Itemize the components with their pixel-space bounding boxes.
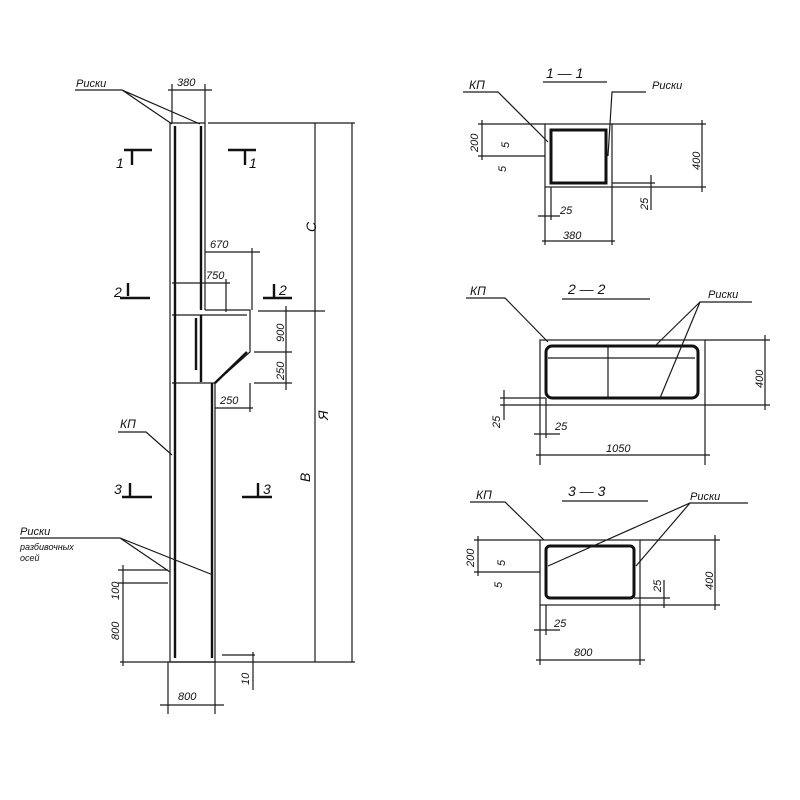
dim-800-bottom: 800 [178,691,197,703]
label-b: В [297,473,313,482]
section-title: 2 — 2 [567,281,606,297]
section-mark-3-left: 3 [114,481,122,497]
section-2-2: 2 — 2 КП Риски 400 25 25 1050 [466,281,770,465]
column-elevation: 380 C Я В 670 750 900 250 250 10 800 100… [19,77,355,714]
dim-800-vert: 800 [110,621,122,640]
risk-label: Риски [652,80,682,92]
dim: 25 [559,205,573,217]
label-c: C [303,221,319,232]
section-mark-1-right: 1 [249,155,257,171]
dim-top-width: 380 [177,77,196,89]
section-mark-2-right: 2 [278,282,287,298]
dim-250-horiz: 250 [219,395,239,407]
dim: 25 [639,197,651,211]
dim: 5 [497,165,509,172]
dim: 1050 [606,443,631,455]
kp-label: КП [476,488,492,502]
section-mark-2-left: 2 [113,284,122,300]
kp-label: КП [469,78,485,92]
label-a: Я [315,410,331,421]
dim-10: 10 [240,672,252,685]
dim: 200 [465,548,477,568]
dim: 25 [553,618,567,630]
section-mark-1-left: 1 [116,155,124,171]
risk-label: Риски [690,491,720,503]
section-title: 3 — 3 [568,483,606,499]
dim-750: 750 [206,270,225,282]
risk-axes-label-3: осей [20,553,40,563]
kp-label: КП [470,284,486,298]
dim: 5 [496,559,508,566]
risk-label-top: Риски [76,78,106,90]
dim: 5 [500,141,512,148]
dim: 200 [469,133,481,153]
dim: 400 [754,369,766,388]
dim: 400 [691,151,703,170]
dim-250-vert: 250 [275,361,287,381]
dim-900: 900 [275,323,287,342]
dim: 400 [704,571,716,590]
dim: 25 [491,415,503,429]
risk-axes-label-2: разбивочных [19,542,74,552]
dim-670: 670 [210,239,229,251]
risk-label: Риски [708,289,738,301]
dim: 25 [554,421,568,433]
dim-100: 100 [110,581,122,600]
risk-axes-label-1: Риски [20,526,50,538]
kp-label: КП [120,417,136,431]
dim: 5 [493,581,505,588]
dim: 380 [563,230,582,242]
section-mark-3-right: 3 [263,481,271,497]
dim: 800 [574,647,593,659]
section-title: 1 — 1 [546,65,583,81]
section-1-1: 1 — 1 КП Риски 200 5 5 400 25 25 380 [463,65,706,245]
dim: 25 [652,579,664,593]
section-3-3: 3 — 3 КП Риски 200 5 5 400 25 25 800 [465,483,748,665]
